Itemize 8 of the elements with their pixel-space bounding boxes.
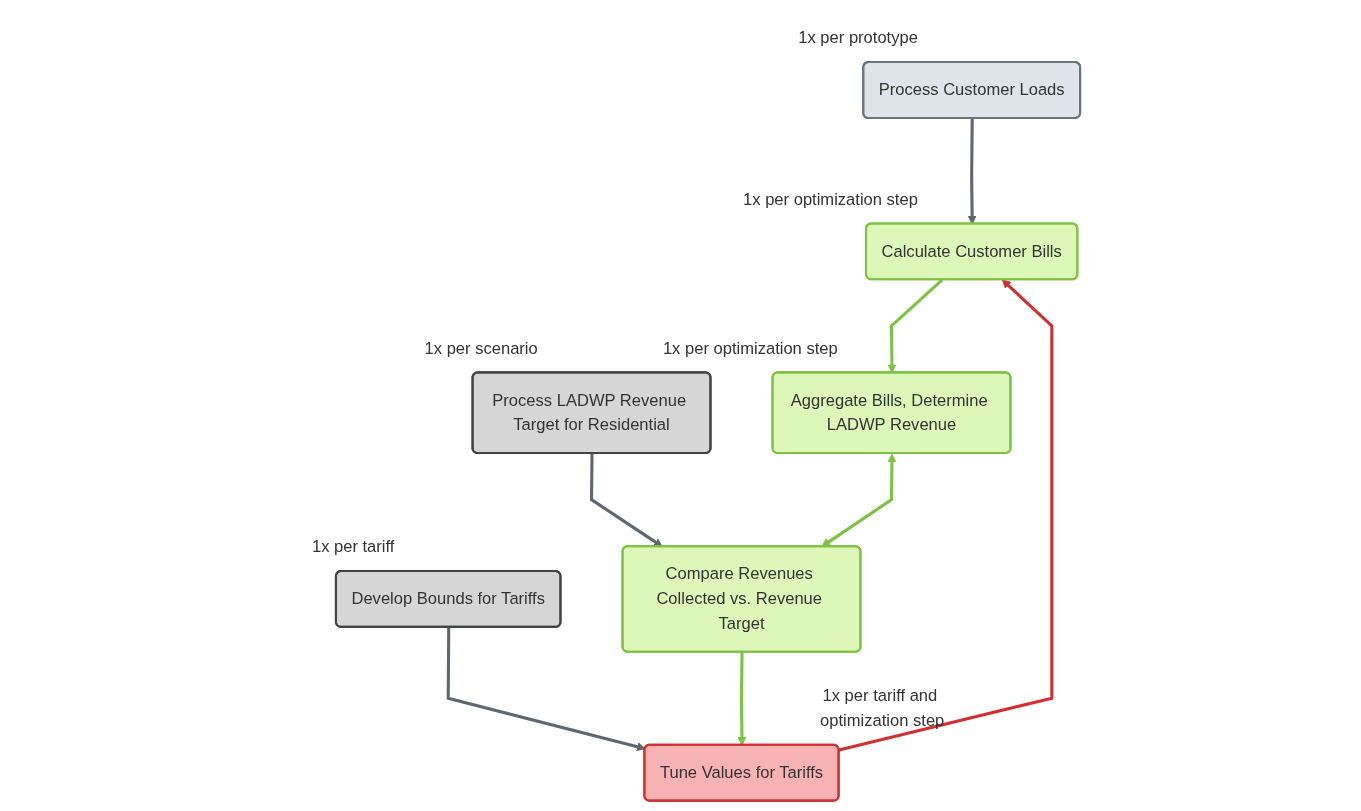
node-label: 1x per scenario (424, 339, 538, 357)
arrow (838, 279, 1054, 752)
node-label: 1x per tariff and optimization step (820, 686, 945, 730)
node-label: 1x per optimization step (743, 190, 918, 208)
node-label: 1x per prototype (798, 28, 918, 47)
arrow (446, 627, 646, 752)
node-label: 1x per optimization step (662, 339, 838, 357)
node-label: 1x per tariff (311, 537, 395, 556)
